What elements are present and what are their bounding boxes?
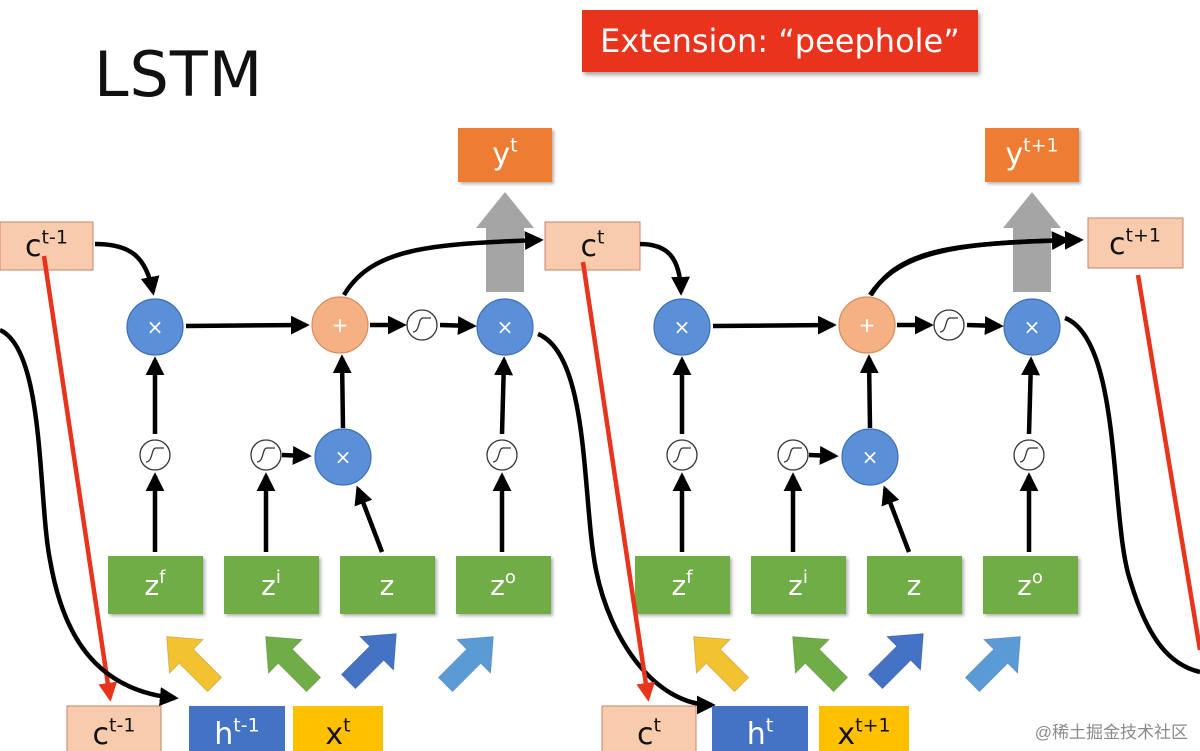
arrow-forget-to-add <box>185 315 310 335</box>
gate-box-3 <box>456 556 551 614</box>
c-prev-label: ct-1 <box>25 226 68 264</box>
recurrent-h-in <box>0 327 179 706</box>
gate-label-0: zf <box>671 567 693 602</box>
arrow-c-next-out <box>342 231 544 297</box>
input-arrow-yellow <box>693 636 750 693</box>
output-multiply-node: × <box>476 298 534 356</box>
sigmoid-f-node <box>139 439 171 471</box>
gate-box-3 <box>983 556 1078 614</box>
extension-peephole-label: Extension: “peephole” <box>582 10 978 72</box>
input-arrow-green <box>265 636 322 693</box>
c-prev-box <box>544 221 641 271</box>
arrow-tanh-to-mult <box>966 316 1004 335</box>
add-node: + <box>838 296 896 354</box>
svg-text:×: × <box>335 445 352 469</box>
input-box-2 <box>819 706 909 751</box>
arrow-mult-up <box>859 354 879 429</box>
input-arrow-lightblue <box>437 636 494 693</box>
input-box-0 <box>601 705 697 751</box>
output-y-box <box>458 128 552 182</box>
input-arrow-blue <box>340 633 397 690</box>
arrow-sig-o-up <box>1021 356 1041 435</box>
output-y-label: yt <box>492 134 517 172</box>
tanh-c-node <box>406 309 438 341</box>
svg-text:+: + <box>332 313 349 337</box>
tanh-c-node <box>933 309 965 341</box>
gate-box-2 <box>867 556 962 614</box>
output-y-box <box>985 128 1079 182</box>
input-label-0: ct-1 <box>93 714 136 751</box>
input-multiply-node: × <box>841 428 899 486</box>
input-label-2: xt+1 <box>837 714 890 751</box>
input-box-1 <box>712 706 808 751</box>
input-arrow-yellow <box>166 636 223 693</box>
gate-label-2: z <box>380 569 395 602</box>
sigmoid-o-node <box>486 439 518 471</box>
sigmoid-i-node <box>777 439 809 471</box>
sigmoid-i-node <box>250 439 282 471</box>
svg-text:×: × <box>674 315 691 339</box>
recurrent-h-out <box>537 331 716 715</box>
arrow-forget-to-add <box>712 315 837 335</box>
input-label-0: ct <box>637 714 661 751</box>
input-label-2: xt <box>325 714 350 751</box>
sigmoid-f-node <box>666 439 698 471</box>
output-y-label: yt+1 <box>1005 134 1058 172</box>
input-multiply-node: × <box>314 428 372 486</box>
arrow-c-prev-to-forget <box>639 241 690 296</box>
gate-label-3: zo <box>1017 567 1043 602</box>
arrow-sig-i-right <box>281 445 312 465</box>
forget-multiply-node: × <box>653 298 711 356</box>
add-node: + <box>311 296 369 354</box>
gate-box-0 <box>108 556 203 614</box>
gate-box-2 <box>340 556 435 614</box>
c-next-label: ct+1 <box>1109 224 1161 262</box>
output-multiply-node: × <box>1003 298 1061 356</box>
c-next-box <box>1087 217 1184 269</box>
svg-text:+: + <box>859 313 876 337</box>
peephole-red-arrow-next <box>1135 274 1200 651</box>
peephole-red-arrow <box>41 255 118 702</box>
arrow-z-up <box>354 485 385 553</box>
arrow-sig-o-up <box>494 356 514 435</box>
sigmoid-o-node <box>1013 439 1045 471</box>
svg-text:×: × <box>862 445 879 469</box>
peephole-red-arrow <box>580 261 656 702</box>
recurrent-h-next <box>1064 315 1200 675</box>
input-arrow-green <box>792 636 849 693</box>
input-label-1: ht <box>747 714 773 751</box>
gate-label-0: zf <box>144 567 166 602</box>
gate-box-1 <box>751 556 846 614</box>
gate-box-0 <box>635 556 730 614</box>
watermark: @稀土掘金技术社区 <box>1034 723 1188 742</box>
c-prev-label: ct <box>581 226 605 264</box>
gate-label-1: zi <box>261 567 281 602</box>
input-label-1: ht-1 <box>214 714 259 751</box>
lstm-cell-t-plus-1: yt+1 ct × + × × zf zi z zo ct ht xt+1 ct+1 <box>544 128 1200 751</box>
arrow-c-prev-to-forget <box>94 241 160 296</box>
svg-text:×: × <box>147 315 164 339</box>
input-arrow-blue <box>867 633 924 690</box>
arrow-mult-up <box>332 354 352 429</box>
arrow-z-up <box>881 485 912 553</box>
arrow-sig-i-right <box>808 445 839 465</box>
gate-label-1: zi <box>788 567 808 602</box>
arrow-tanh-to-mult <box>439 316 477 335</box>
arrow-c-to-next-box <box>868 230 1084 297</box>
svg-text:×: × <box>1024 315 1041 339</box>
input-arrow-lightblue <box>964 636 1021 693</box>
gate-label-3: zo <box>490 567 516 602</box>
svg-text:×: × <box>497 315 514 339</box>
page-title: LSTM <box>94 38 264 111</box>
input-box-0 <box>66 705 162 751</box>
input-box-2 <box>293 706 383 751</box>
lstm-cell-t: yt ct-1 × + × × zf zi z zo ct-1 ht-1 xt <box>0 128 716 751</box>
forget-multiply-node: × <box>126 298 184 356</box>
input-box-1 <box>189 706 285 751</box>
gate-label-2: z <box>907 569 922 602</box>
gate-box-1 <box>224 556 319 614</box>
